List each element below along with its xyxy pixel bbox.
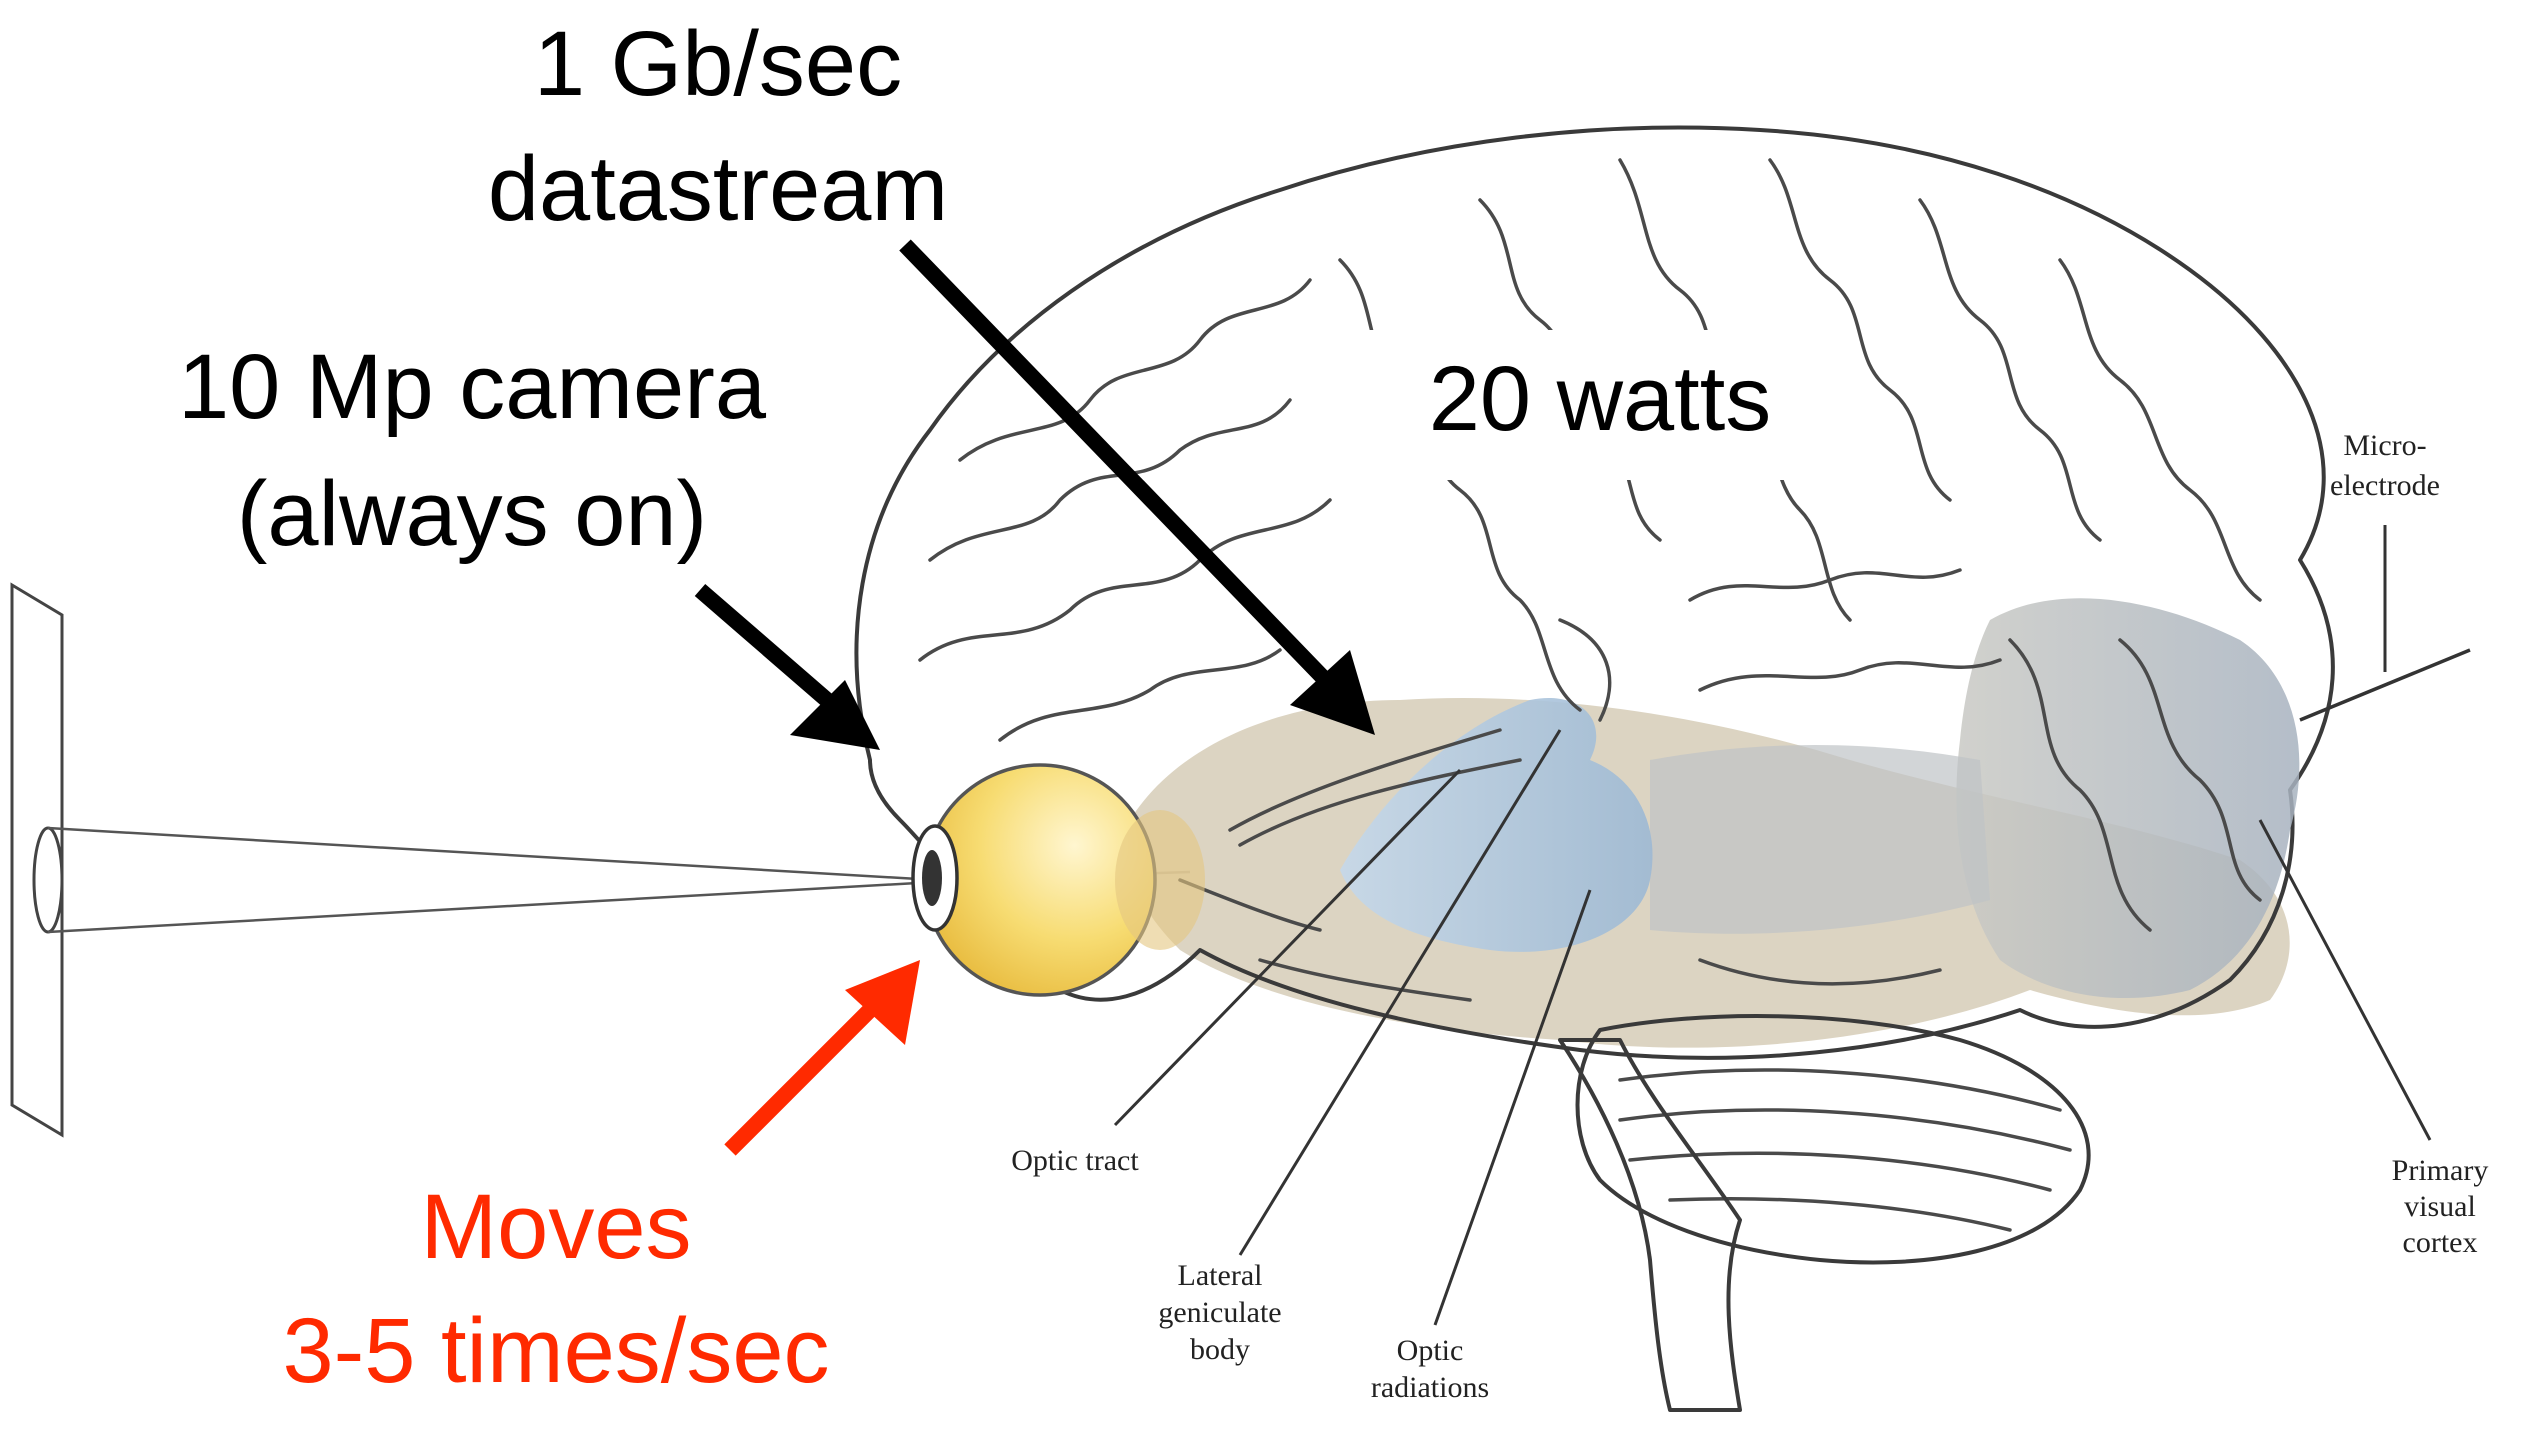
- camera-line-2: (always on): [237, 463, 707, 565]
- power-label: 20 watts: [1429, 348, 1772, 450]
- datastream-arrow: [905, 245, 1375, 735]
- optic-tract-label: Optic tract: [1011, 1144, 1139, 1177]
- moves-line-1: Moves: [421, 1176, 692, 1278]
- brain: [857, 128, 2333, 1411]
- parietal-band: [1650, 745, 1990, 934]
- optic-radiations-label-2: radiations: [1371, 1371, 1489, 1404]
- cerebellum-folia: [1620, 1070, 2070, 1230]
- datastream-line-2: datastream: [488, 138, 948, 240]
- optic-radiations-label-1: Optic: [1397, 1334, 1464, 1367]
- moves-arrow: [730, 960, 920, 1150]
- microelectrode-label-1: Micro-: [2343, 429, 2426, 462]
- microelectrode-label-2: electrode: [2330, 469, 2440, 502]
- visual-cortex-label-3: cortex: [2403, 1226, 2478, 1259]
- camera-line-1: 10 Mp camera: [178, 336, 767, 438]
- visual-cortex-label-1: Primary: [2392, 1154, 2489, 1187]
- brainstem: [1560, 1040, 1740, 1410]
- cerebellum: [1578, 1016, 2089, 1262]
- lgn-label-2: geniculate: [1158, 1296, 1281, 1329]
- lgn-label-1: Lateral: [1178, 1259, 1263, 1292]
- lgn-label-3: body: [1190, 1333, 1250, 1366]
- visual-cortex-label-2: visual: [2404, 1190, 2476, 1223]
- moves-line-2: 3-5 times/sec: [282, 1300, 829, 1402]
- occipital-region: [1956, 598, 2299, 998]
- camera-arrow: [700, 590, 880, 750]
- datastream-line-1: 1 Gb/sec: [534, 13, 902, 115]
